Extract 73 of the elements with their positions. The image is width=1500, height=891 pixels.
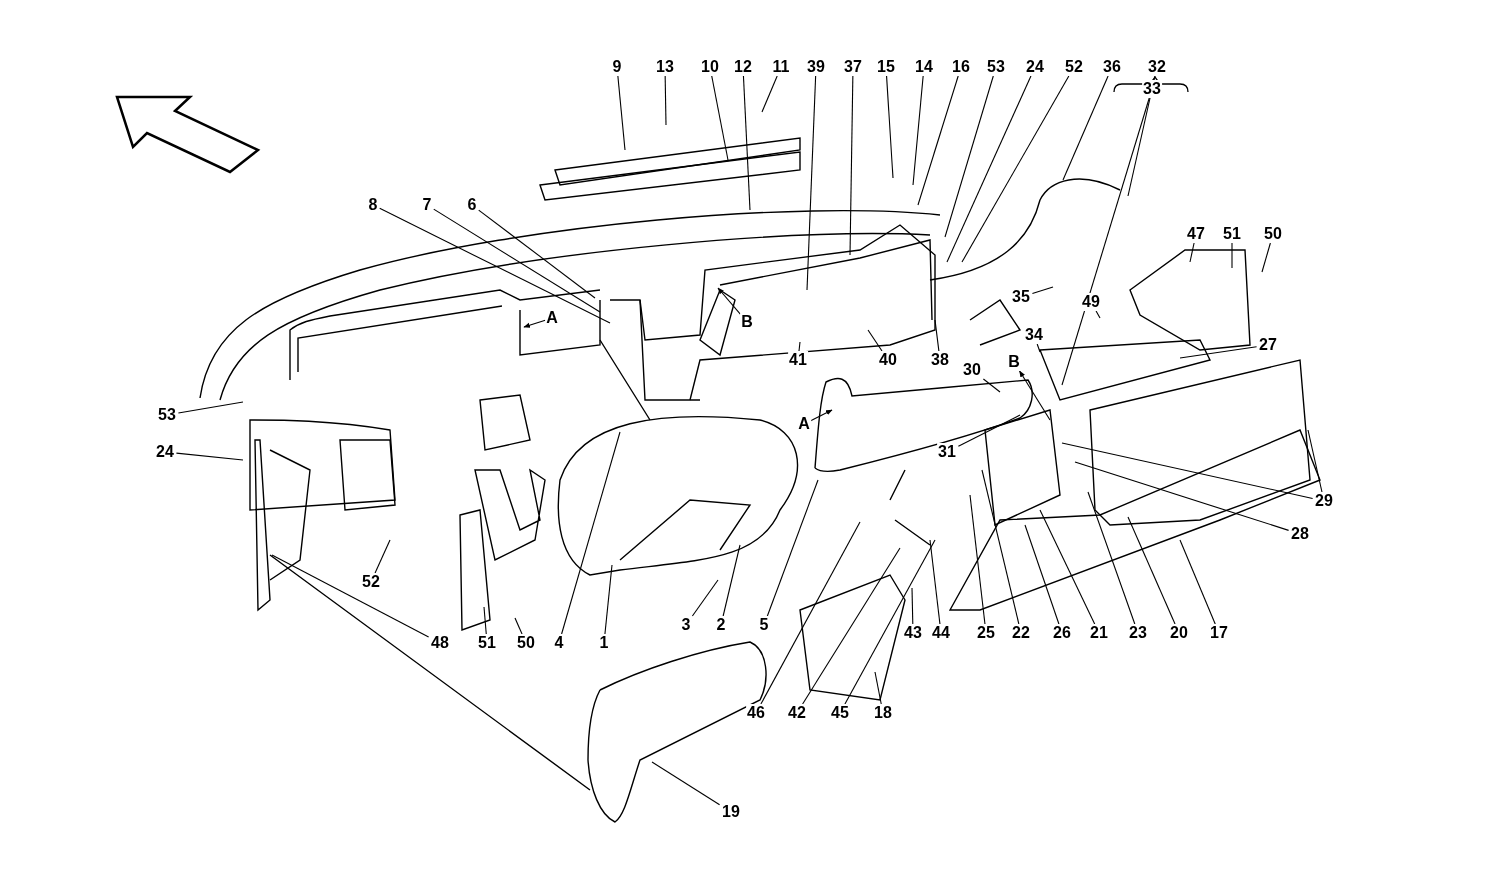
leader-line: [1024, 524, 1060, 625]
leader-line: [664, 75, 667, 126]
leader-line: [981, 469, 1020, 625]
leader-line: [478, 209, 596, 299]
callout-number: 49: [1081, 293, 1101, 311]
callout-number: 50: [1263, 225, 1283, 243]
leader-line: [1231, 242, 1233, 269]
leader-line: [929, 539, 941, 625]
leader-line: [1189, 242, 1195, 263]
leader-line: [1307, 429, 1323, 493]
leader-line: [691, 579, 719, 617]
leader-line: [651, 761, 721, 806]
leader-line: [1031, 286, 1054, 294]
leader-line: [561, 431, 621, 635]
arrow: [717, 287, 741, 315]
callout-number: 16: [951, 58, 971, 76]
arrow: [523, 319, 546, 328]
leader-line: [761, 75, 778, 113]
leader-line: [1127, 516, 1176, 625]
leader-line: [1087, 491, 1136, 625]
leader-line: [1127, 75, 1156, 197]
leader-line: [911, 587, 914, 625]
arrow: [810, 409, 833, 422]
leader-line: [867, 329, 883, 352]
leader-line: [1179, 346, 1258, 359]
leader-line: [798, 341, 801, 352]
leader-line: [961, 75, 1070, 263]
callout-number: 52: [1064, 58, 1084, 76]
callout-number: 24: [1025, 58, 1045, 76]
leader-line: [1261, 242, 1271, 273]
leader-line: [806, 75, 817, 291]
leader-line: [912, 75, 924, 186]
leader-line: [917, 75, 959, 206]
leader-line: [1095, 310, 1101, 319]
callout-number: 34: [1024, 326, 1044, 344]
leader-line: [969, 494, 986, 625]
leader-line: [957, 414, 1021, 447]
leader-line: [379, 207, 611, 324]
leader-line: [1036, 343, 1041, 353]
leader-line: [177, 401, 244, 414]
leader-line: [604, 564, 613, 635]
callout-number: 11: [771, 58, 791, 76]
leader-line: [844, 539, 936, 705]
leader-line: [934, 319, 940, 352]
leader-line: [886, 75, 894, 179]
leader-line: [175, 452, 244, 461]
leader-line: [271, 554, 430, 638]
arrow: [1019, 370, 1051, 421]
leader-line: [1061, 97, 1150, 386]
callout-number: 33: [1142, 80, 1162, 98]
leader-line: [1074, 461, 1290, 531]
leader-line: [1039, 509, 1096, 625]
leader-line: [433, 208, 601, 313]
leader-line: [944, 75, 994, 238]
leader-line: [766, 479, 819, 617]
leader-line: [374, 539, 391, 574]
leader-line: [1062, 75, 1109, 181]
leader-line: [483, 606, 487, 635]
leader-line: [617, 75, 626, 151]
leader-line: [1061, 442, 1314, 500]
callout-number: 36: [1102, 58, 1122, 76]
leader-line: [874, 671, 882, 705]
leader-line: [982, 378, 1001, 393]
leader-line: [946, 75, 1032, 263]
leader-line: [711, 75, 729, 161]
callout-number: B: [1007, 353, 1021, 371]
leader-line: [760, 521, 861, 705]
leader-line: [742, 75, 751, 211]
leader-line: [514, 617, 523, 635]
leader-line: [1179, 539, 1216, 625]
leader-line: [722, 544, 741, 617]
leader-line: [849, 75, 854, 256]
callout-number: 53: [986, 58, 1006, 76]
